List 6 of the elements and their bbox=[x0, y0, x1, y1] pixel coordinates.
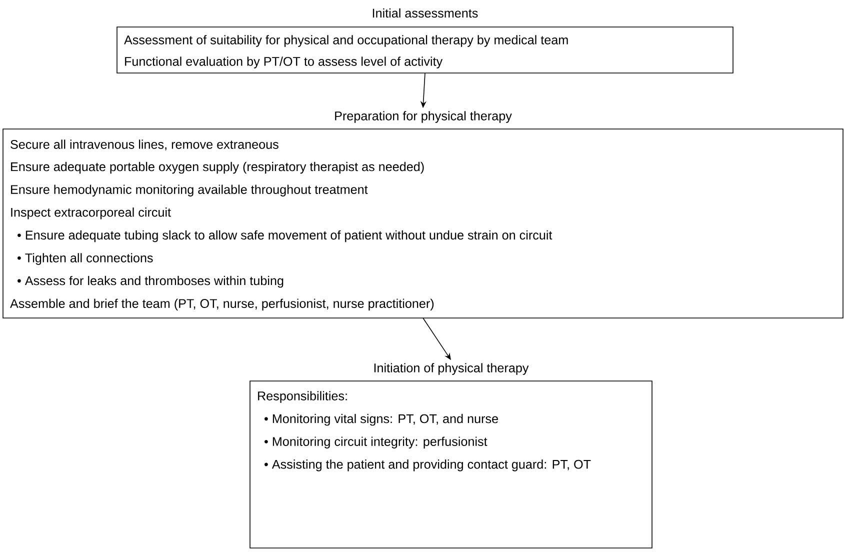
process-box: Initiation of physical therapy Responsibilities: • Monitoring vital signs: PT, OT, and nurse • Monitoring circuit integrity: perfusionist • Assisting the patient and providing contact guard: PT, OT bbox=[250, 363, 652, 548]
process-box: Initial assessments Assessment of suitability for physical and occupational therapy by medical team Functional evaluation by PT/OT to assess level of activity bbox=[116, 8, 734, 74]
process-box: Preparation for physical therapy Secure all intravenous lines, remove extraneous Ensure adequate portable oxygen supply (respiratory therapist as needed) Ensure hemodynamic monitoring available throughout treatment Inspect extracorporeal circuit • Ensure adequate tubing slack to allow safe movement of patient without undue strain on circuit • Tighten all connections • Assess for leaks and thromboses within tubing Assemble and brief the team (PT, OT, nurse, perfusionist, nurse practitioner) bbox=[2, 111, 844, 318]
node-label: Initial assessments bbox=[372, 8, 478, 18]
node-label: Preparation for physical therapy bbox=[335, 111, 512, 123]
node-label: Initiation of physical therapy bbox=[374, 363, 529, 375]
